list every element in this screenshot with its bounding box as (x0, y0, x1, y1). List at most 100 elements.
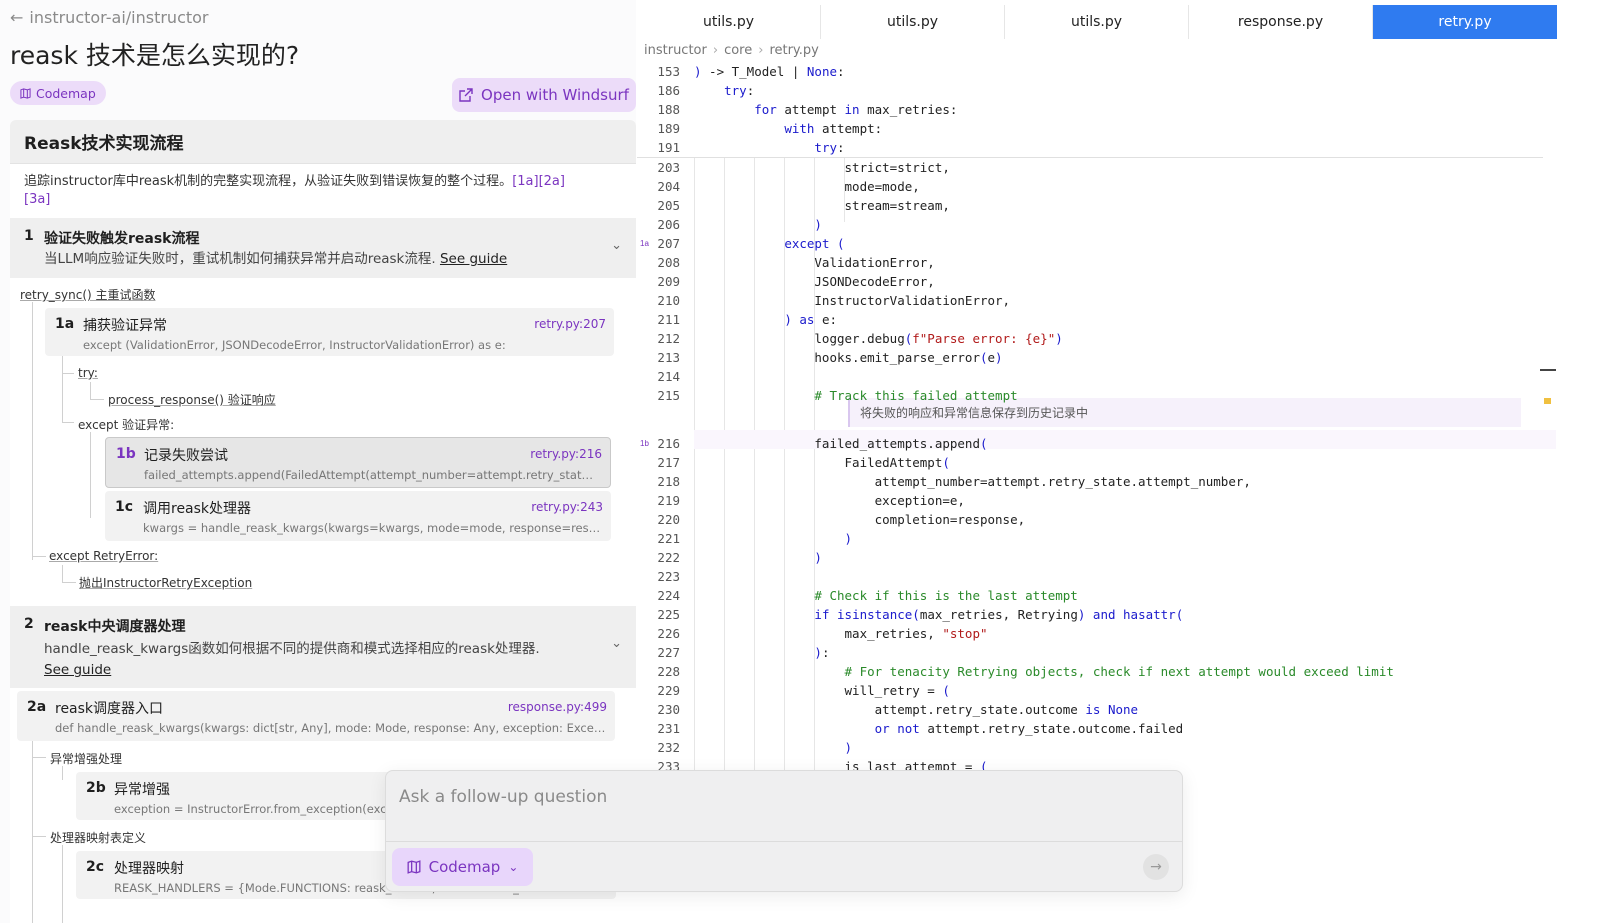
trace-card-1a[interactable]: 1a 捕获验证异常 retry.py:207 except (Validatio… (45, 308, 614, 356)
tab-response-py[interactable]: response.py (1189, 5, 1373, 39)
tree-node-retry-sync[interactable]: retry_sync() 主重试函数 (20, 288, 156, 302)
tree-line (62, 845, 63, 923)
step-desc-text: handle_reask_kwargs函数如何根据不同的提供商和模式选择相应的r… (44, 641, 540, 657)
annotation-note: 将失败的响应和异常信息保存到历史记录中 (848, 398, 1521, 427)
tree-line (32, 741, 33, 923)
breadcrumb-item[interactable]: core (724, 43, 753, 58)
trace-card-1b[interactable]: 1b 记录失败尝试 retry.py:216 failed_attempts.a… (105, 437, 611, 488)
line-number: 213 (657, 350, 680, 365)
step-1-header[interactable]: 1 验证失败触发reask流程 当LLM响应验证失败时，重试机制如何捕获异常并启… (10, 218, 636, 278)
code-viewer: utils.py utils.py utils.py response.py r… (637, 0, 1565, 775)
code-text: attempt.retry_state.outcome is None (694, 702, 1139, 717)
code-text: try: (814, 140, 845, 155)
code-text: logger.debug(f"Parse error: {e}") (694, 331, 1063, 346)
code-text: max_retries, "stop" (694, 626, 988, 641)
card-id: 1c (115, 499, 134, 515)
code-line: 217 FailedAttempt( (637, 453, 1557, 472)
trace-marker[interactable]: 1b (640, 439, 649, 448)
tab-utils-py[interactable]: utils.py (637, 5, 821, 39)
tree-line (90, 399, 104, 400)
tab-utils-py[interactable]: utils.py (821, 5, 1005, 39)
trace-marker[interactable]: 1a (640, 239, 649, 248)
tree-line (62, 565, 63, 583)
step-2-header[interactable]: 2 reask中央调度器处理 handle_reask_kwargs函数如何根据… (10, 606, 636, 688)
tree-node-except-retryerror[interactable]: except RetryError: (49, 549, 159, 563)
code-text: ) (814, 217, 822, 232)
code-line: 225 if isinstance(max_retries, Retrying)… (637, 605, 1557, 624)
tree-node-raise[interactable]: 抛出InstructorRetryException (79, 576, 253, 590)
flow-description: 追踪instructor库中reask机制的完整实现流程，从验证失败到错误恢复的… (10, 164, 636, 266)
divider (386, 841, 1182, 842)
step-number: 1 (24, 228, 34, 244)
flow-card: Reask技术实现流程 追踪instructor库中reask机制的完整实现流程… (10, 120, 636, 923)
code-text: ValidationError, (694, 255, 935, 270)
see-guide-link[interactable]: See guide (439, 251, 508, 267)
send-arrow-icon[interactable]: → (1143, 854, 1169, 880)
breadcrumb-item[interactable]: instructor (644, 43, 707, 58)
chevron-down-icon[interactable]: ⌄ (611, 636, 622, 651)
line-number: 216 (657, 436, 680, 451)
card-file-ref[interactable]: retry.py:216 (530, 447, 602, 461)
step-title: 验证失败触发reask流程 (44, 231, 200, 247)
repo-back-link[interactable]: ←instructor-ai/instructor (10, 8, 209, 27)
code-line: 212 logger.debug(f"Parse error: {e}") (637, 329, 1557, 348)
line-number: 210 (657, 293, 680, 308)
trace-card-2a[interactable]: 2a reask调度器入口 response.py:499 def handle… (17, 691, 615, 741)
tree-node-process-response[interactable]: process_response() 验证响应 (108, 393, 276, 407)
tab-utils-py[interactable]: utils.py (1005, 5, 1189, 39)
card-file-ref[interactable]: retry.py:207 (534, 317, 606, 331)
code-line: 153) -> T_Model | None: (637, 62, 1557, 81)
code-text: stream=stream, (694, 198, 950, 213)
line-number: 225 (657, 607, 680, 622)
code-line: 224 # Check if this is the last attempt (637, 586, 1557, 605)
line-number: 215 (657, 388, 680, 403)
tree-node-handler-map: 处理器映射表定义 (50, 831, 147, 845)
trace-card-1c[interactable]: 1c 调用reask处理器 retry.py:243 kwargs = hand… (105, 491, 611, 541)
tree-node-try[interactable]: try: (78, 366, 98, 380)
tree-line (32, 556, 46, 557)
code-text: if isinstance(max_retries, Retrying) and… (814, 607, 1184, 622)
code-text: # For tenacity Retrying objects, check i… (844, 664, 1394, 679)
tree-line (32, 757, 46, 758)
see-guide-link[interactable]: See guide (44, 662, 112, 678)
tab-retry-py[interactable]: retry.py (1373, 5, 1557, 39)
chevron-down-icon[interactable]: ⌄ (611, 238, 622, 253)
map-icon (407, 860, 421, 874)
card-code: failed_attempts.append(FailedAttempt(att… (144, 468, 594, 482)
card-file-ref[interactable]: retry.py:243 (531, 500, 603, 514)
open-with-windsurf-button[interactable]: Open with Windsurf (452, 78, 636, 112)
flow-title: Reask技术实现流程 (10, 120, 636, 164)
code-line: 188 for attempt in max_retries: (637, 100, 1557, 119)
line-number: 229 (657, 683, 680, 698)
flow-ref-link[interactable]: [3a] (24, 192, 51, 207)
tree-node-exception-enhance: 异常增强处理 (50, 752, 123, 766)
code-text: exception=e, (694, 493, 965, 508)
flow-ref-link[interactable]: [1a][2a] (512, 174, 565, 189)
code-line: 206 ) (637, 215, 1557, 234)
code-text: ) (844, 740, 853, 755)
breadcrumb-item[interactable]: retry.py (769, 43, 819, 58)
line-number: 209 (657, 274, 680, 289)
code-text: # Check if this is the last attempt (814, 588, 1078, 603)
scrollbar-marker[interactable] (1540, 369, 1556, 371)
step-title: reask中央调度器处理 (44, 619, 186, 635)
card-title: 记录失败尝试 (144, 448, 228, 464)
code-line: 232 ) (637, 738, 1557, 757)
code-text: will_retry = ( (694, 683, 950, 698)
code-line: 186 try: (637, 81, 1557, 100)
code-text: try: (724, 83, 755, 98)
line-number: 221 (657, 531, 680, 546)
repo-name: instructor-ai/instructor (29, 8, 209, 27)
line-number: 207 (657, 236, 680, 251)
flow-desc-text: 追踪instructor库中reask机制的完整实现流程，从验证失败到错误恢复的… (24, 174, 513, 189)
code-text: for attempt in max_retries: (754, 102, 958, 117)
follow-up-input[interactable]: Ask a follow-up question (399, 787, 608, 807)
line-number: 227 (657, 645, 680, 660)
trace-card-2b[interactable]: 2b 异常增强 exception = InstructorError.from… (76, 772, 396, 820)
breadcrumb: instructor›core›retry.py (644, 43, 819, 58)
card-file-ref[interactable]: response.py:499 (507, 700, 607, 714)
line-number: 217 (657, 455, 680, 470)
codemap-chip[interactable]: Codemap (10, 81, 106, 105)
codemap-mode-button[interactable]: Codemap ⌄ (392, 848, 533, 886)
line-number: 186 (657, 83, 680, 98)
